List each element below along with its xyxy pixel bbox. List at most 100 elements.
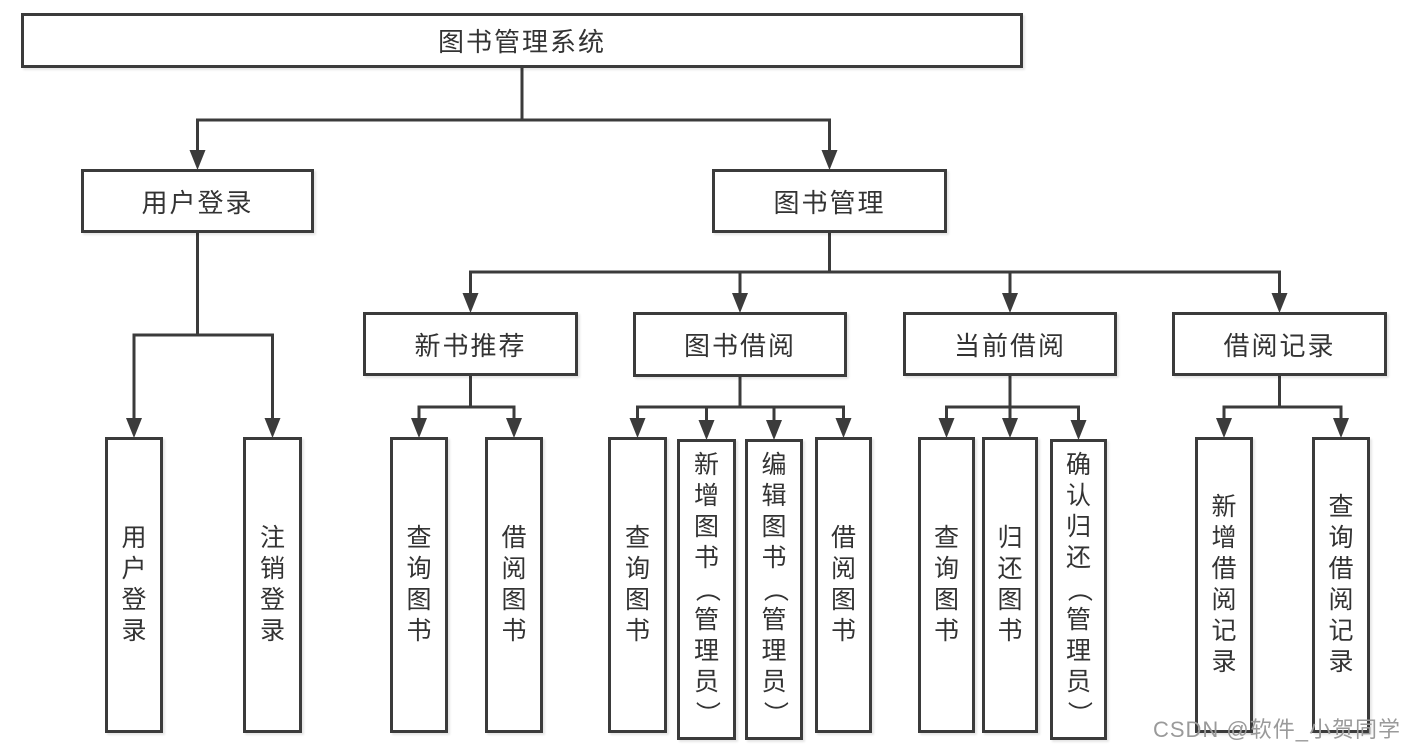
node-label-char: 查 [624, 524, 650, 552]
node-label-char: 图 [830, 586, 856, 614]
node-label-char: 阅 [1328, 586, 1354, 614]
arrowhead [506, 418, 522, 438]
node-label-char: 查 [933, 524, 959, 552]
node-records-add-record: 新增借阅记录 [1195, 437, 1253, 733]
node-label-char: 管 [761, 606, 787, 634]
node-label-char: 查 [406, 524, 432, 552]
node-label-char: 增 [1211, 524, 1237, 552]
node-label-char: 书 [624, 617, 650, 645]
node-label-char: 图 [693, 513, 719, 541]
node-label-char: 销 [259, 555, 285, 583]
node-user-login: 用户登录 [81, 169, 314, 233]
node-label: 用户登录 [119, 523, 150, 647]
node-label-char: 登 [259, 586, 285, 614]
node-borrow-edit-books-admin: 编辑图书（管理员） [745, 439, 803, 740]
node-label: 查询图书 [404, 523, 435, 647]
node-label-char: 理 [1065, 637, 1091, 665]
node-label: 借阅图书 [828, 523, 859, 647]
arrowhead [1002, 418, 1018, 438]
arrowhead [835, 418, 852, 438]
node-label-char: 图 [624, 586, 650, 614]
node-label-char: 登 [121, 586, 147, 614]
node-label-char: 图 [933, 586, 959, 614]
node-current-confirm-return-admin: 确认归还（管理员） [1050, 439, 1107, 740]
node-label-char: 图 [501, 586, 527, 614]
node-label-char: 书 [693, 544, 719, 572]
node-label: 查询借阅记录 [1326, 492, 1357, 678]
node-label: 归还图书 [995, 523, 1026, 647]
node-label-char: 还 [1065, 544, 1091, 572]
node-label: 确认归还（管理员） [1063, 450, 1094, 729]
node-borrow-borrow-books: 借阅图书 [815, 437, 872, 733]
node-label: 注销登录 [257, 523, 288, 647]
node-label-char: 阅 [1211, 586, 1237, 614]
node-label-char: 阅 [830, 555, 856, 583]
node-label: 图书管理系统 [437, 27, 606, 57]
node-label-char: （ [693, 576, 721, 602]
node-label-char: 员 [761, 668, 787, 696]
node-label-char: 录 [1328, 648, 1354, 676]
arrowhead [1070, 420, 1087, 440]
node-login-user: 用户登录 [105, 437, 163, 733]
node-label-char: 新 [1211, 493, 1237, 521]
node-label: 借阅记录 [1223, 330, 1336, 361]
node-label-char: 录 [1211, 648, 1237, 676]
node-label-char: 书 [997, 617, 1023, 645]
node-book-borrow: 图书借阅 [633, 312, 847, 377]
node-book-management: 图书管理 [712, 169, 947, 233]
node-label-char: 图 [997, 586, 1023, 614]
node-label: 用户登录 [141, 187, 254, 218]
node-label: 图书借阅 [683, 331, 796, 361]
node-label: 编辑图书（管理员） [759, 450, 790, 729]
node-label-char: 员 [693, 668, 719, 696]
node-borrow-query-books: 查询图书 [608, 437, 667, 733]
node-label-char: 确 [1065, 451, 1091, 479]
node-label-char: 归 [1065, 513, 1091, 541]
node-label-char: 录 [121, 617, 147, 645]
node-label-char: 员 [1065, 668, 1091, 696]
node-label: 当前借阅 [953, 330, 1066, 361]
node-label-char: 查 [1328, 493, 1354, 521]
node-current-return-books: 归还图书 [982, 437, 1038, 733]
node-label-char: 用 [121, 524, 147, 552]
node-label: 新增图书（管理员） [691, 450, 722, 729]
node-label-char: 注 [259, 524, 285, 552]
node-label-char: 管 [1065, 606, 1091, 634]
node-label-char: 辑 [761, 482, 787, 510]
node-label: 借阅图书 [499, 523, 530, 647]
node-borrow-records: 借阅记录 [1172, 312, 1387, 376]
arrowhead [938, 418, 955, 438]
node-records-query-record: 查询借阅记录 [1312, 437, 1370, 733]
node-label-char: 询 [933, 555, 959, 583]
node-label-char: 书 [933, 617, 959, 645]
node-label-char: ） [760, 700, 789, 726]
node-label: 新书推荐 [414, 330, 527, 361]
node-label-char: 户 [121, 555, 147, 583]
node-label-char: 管 [693, 606, 719, 634]
node-label-char: 阅 [501, 555, 527, 583]
arrowhead [1271, 293, 1288, 313]
node-label-char: ） [1065, 700, 1093, 726]
arrowhead [462, 293, 479, 313]
node-label-char: 记 [1211, 617, 1237, 645]
node-system-root: 图书管理系统 [21, 13, 1023, 68]
node-label: 新增借阅记录 [1209, 492, 1240, 678]
node-label-char: 借 [501, 524, 527, 552]
node-label-char: 认 [1065, 482, 1091, 510]
node-new-book-recommend: 新书推荐 [363, 312, 578, 376]
arrowhead [1002, 293, 1018, 313]
node-logout-user: 注销登录 [243, 437, 302, 733]
node-label-char: 新 [693, 451, 719, 479]
node-recommend-query-books: 查询图书 [390, 437, 448, 733]
node-label-char: 录 [259, 617, 285, 645]
arrowhead [821, 150, 838, 170]
arrowhead [126, 418, 142, 438]
node-label-char: 询 [1328, 524, 1354, 552]
arrowhead [732, 293, 748, 313]
node-label: 查询图书 [622, 523, 653, 647]
node-recommend-borrow-books: 借阅图书 [485, 437, 543, 733]
node-label-char: 图 [761, 513, 787, 541]
arrowhead [1216, 418, 1232, 438]
